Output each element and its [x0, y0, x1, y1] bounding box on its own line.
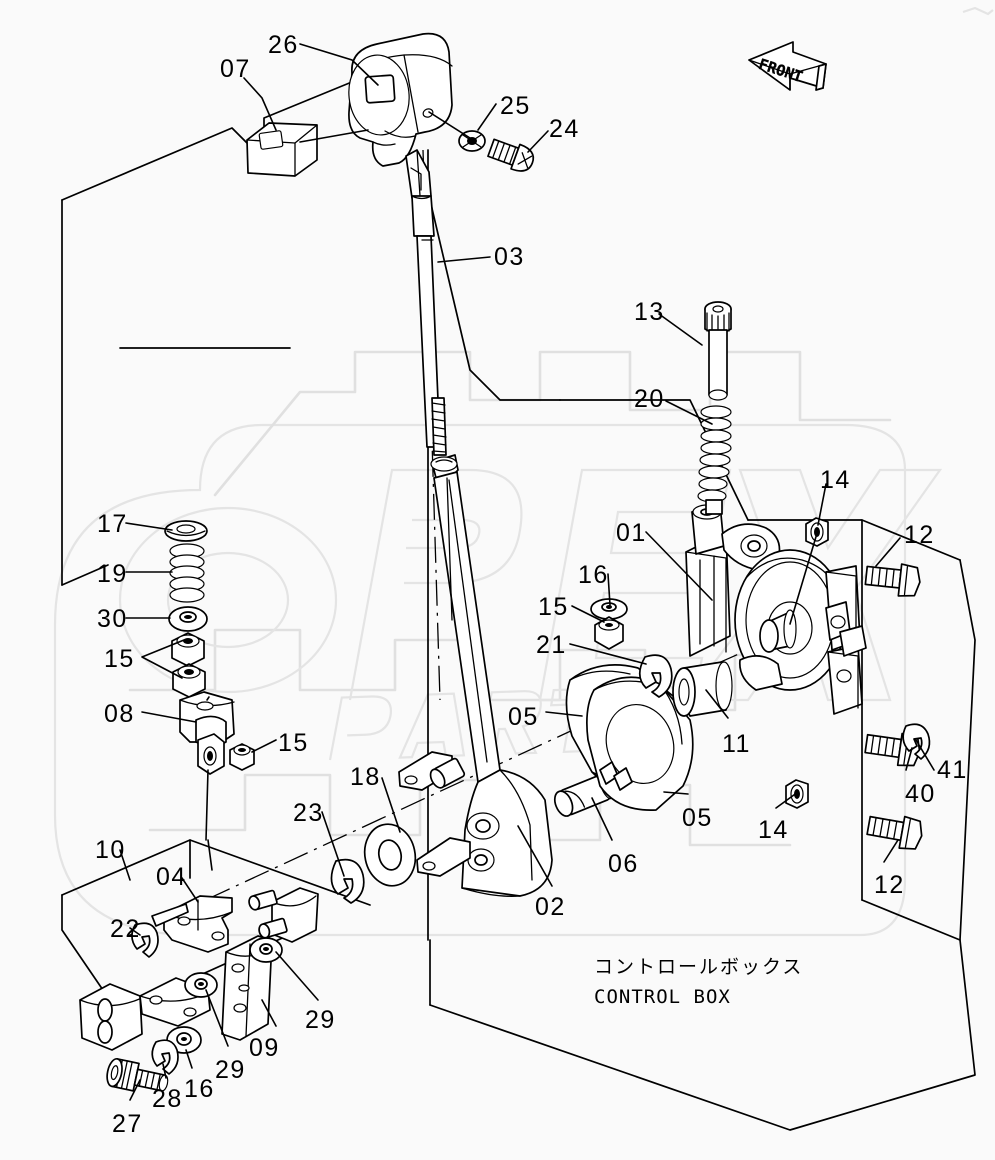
callout-29-plain-washer: 29	[215, 1056, 246, 1084]
caption-english: CONTROL BOX	[594, 985, 731, 1008]
callout-02-lever-base-bracket: 02	[535, 893, 566, 921]
control-box-envelope	[61, 51, 976, 1131]
callout-12-hex-head-bolt: 12	[874, 871, 905, 899]
callout-30-plain-washer: 30	[97, 605, 128, 633]
part-13-socket-head-bolt	[704, 301, 732, 401]
part-20-coil-spring	[697, 405, 732, 515]
callout-09-connecting-link: 09	[249, 1034, 280, 1062]
callout-15-hex-nut: 15	[538, 593, 569, 621]
callout-05-friction-plate: 05	[508, 703, 539, 731]
callout-28-retaining-e-clip: 28	[152, 1085, 183, 1113]
part-01-control-box-housing	[685, 503, 867, 715]
caption-japanese: コントロールボックス	[594, 956, 804, 978]
callout-24-pan-head-screw: 24	[549, 115, 580, 143]
part-07-push-button-switch	[246, 122, 318, 177]
part-29-plain-washer	[184, 937, 283, 998]
callout-20-coil-spring: 20	[634, 385, 665, 413]
callout-05-friction-plate: 05	[682, 804, 713, 832]
part-23-retaining-e-clip	[330, 858, 365, 904]
part-02-lever-base-bracket	[398, 454, 553, 897]
callout-19-compression-spring: 19	[97, 560, 128, 588]
rod-thread	[431, 397, 447, 456]
callout-11-bushing-collar: 11	[722, 730, 751, 758]
front-arrow-indicator	[748, 41, 827, 91]
part-17-spring-seat-washer	[164, 520, 208, 542]
part-09-connecting-link	[221, 935, 273, 1041]
diagram-caption: コントロールボックス CONTROL BOX	[594, 955, 803, 1010]
callout-08-rod-end-clevis: 08	[104, 700, 135, 728]
leader-lines	[119, 43, 935, 1101]
part-12-hex-head-bolt	[864, 563, 923, 850]
part-03-control-lever-rod	[405, 149, 447, 456]
callout-16-plain-washer: 16	[184, 1075, 215, 1103]
callout-12-hex-head-bolt: 12	[904, 521, 935, 549]
part-18-plain-washer	[363, 823, 417, 887]
part-22-retaining-e-clip	[131, 922, 159, 958]
callout-18-plain-washer: 18	[350, 763, 381, 791]
callout-17-spring-seat-washer: 17	[97, 510, 128, 538]
callout-21-retaining-e-clip: 21	[536, 631, 567, 659]
part-30-plain-washer	[168, 606, 208, 632]
part-26-lever-grip-knob	[348, 32, 453, 167]
callout-41-lock-washer: 41	[937, 756, 968, 784]
callout-06-pivot-pin: 06	[608, 850, 639, 878]
part-05-friction-plate	[565, 664, 694, 811]
part-14-hex-nut	[785, 517, 829, 809]
callout-23-retaining-e-clip: 23	[293, 799, 324, 827]
part-27-knurled-shoulder-bolt	[106, 1057, 169, 1092]
part-04-link-plate	[151, 895, 233, 953]
callout-13-socket-head-bolt: 13	[634, 298, 665, 326]
callout-03-control-lever-rod: 03	[494, 243, 525, 271]
part-11-bushing-collar	[672, 661, 733, 717]
callout-27-knurled-shoulder-bolt: 27	[112, 1110, 143, 1138]
part-28-retaining-e-clip	[151, 1039, 179, 1075]
callout-07-push-button-switch: 07	[220, 55, 251, 83]
callout-01-control-box-housing: 01	[616, 519, 647, 547]
callout-15-hex-nut: 15	[104, 645, 135, 673]
callout-10-link-bracket-assembly: 10	[95, 836, 126, 864]
part-24-pan-head-screw	[487, 138, 535, 172]
part-15-hex-nut	[171, 598, 628, 771]
callout-26-lever-grip-knob: 26	[268, 31, 299, 59]
callout-14-hex-nut: 14	[820, 466, 851, 494]
callout-40-hex-head-bolt: 40	[905, 780, 936, 808]
callout-22-retaining-e-clip: 22	[110, 915, 141, 943]
callout-25-lock-washer: 25	[500, 92, 531, 120]
callout-15-hex-nut: 15	[278, 729, 309, 757]
callout-29-plain-washer: 29	[305, 1006, 336, 1034]
callout-14-hex-nut: 14	[758, 816, 789, 844]
part-bottom-right-link	[248, 887, 319, 943]
callout-16-plain-washer: 16	[578, 561, 609, 589]
part-08-rod-end-clevis	[179, 691, 235, 775]
part-19-compression-spring	[169, 543, 205, 603]
part-21-retaining-e-clip	[638, 654, 673, 698]
callout-04-link-plate: 04	[156, 863, 187, 891]
